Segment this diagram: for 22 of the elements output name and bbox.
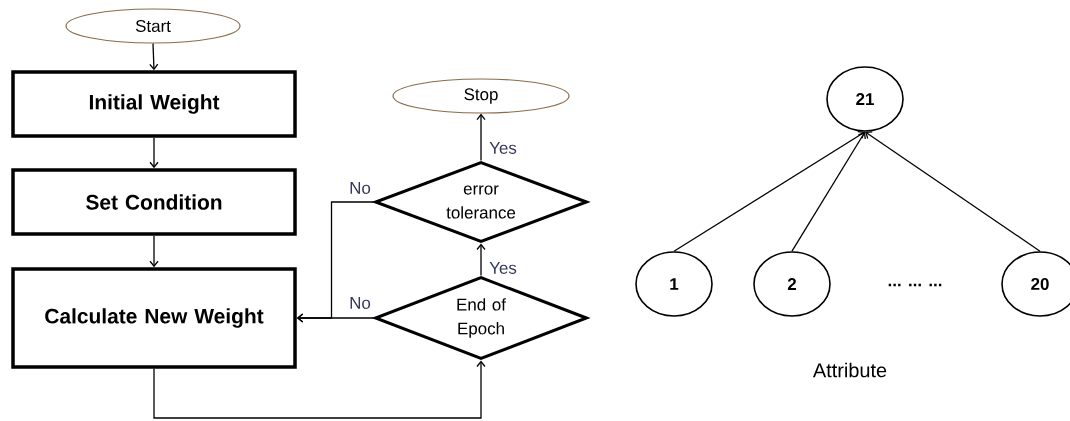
arrow (476, 113, 486, 162)
ellipsis-text: ... ... ... (888, 283, 942, 287)
arrow (865, 131, 1041, 252)
arrow (476, 243, 486, 277)
circle-node: 2 (753, 251, 831, 317)
circle-node: 21 (826, 66, 904, 132)
arrow (149, 42, 159, 71)
process-box: Calculate New Weight (11, 267, 297, 369)
process-box: Initial Weight (11, 70, 297, 138)
caption-text: Attribute (812, 362, 887, 378)
arrow (153, 360, 486, 419)
arrow (673, 130, 865, 252)
edge-label: Yes (488, 141, 518, 155)
circle-node: 1 (635, 251, 713, 317)
edge-label: No (348, 296, 372, 310)
edge-label: No (348, 181, 372, 195)
arrow (791, 131, 866, 252)
process-box: Set Condition (11, 168, 297, 236)
arrow (149, 235, 159, 268)
arrow (149, 137, 159, 169)
edge-label: Yes (488, 261, 518, 275)
arrow (296, 313, 375, 323)
